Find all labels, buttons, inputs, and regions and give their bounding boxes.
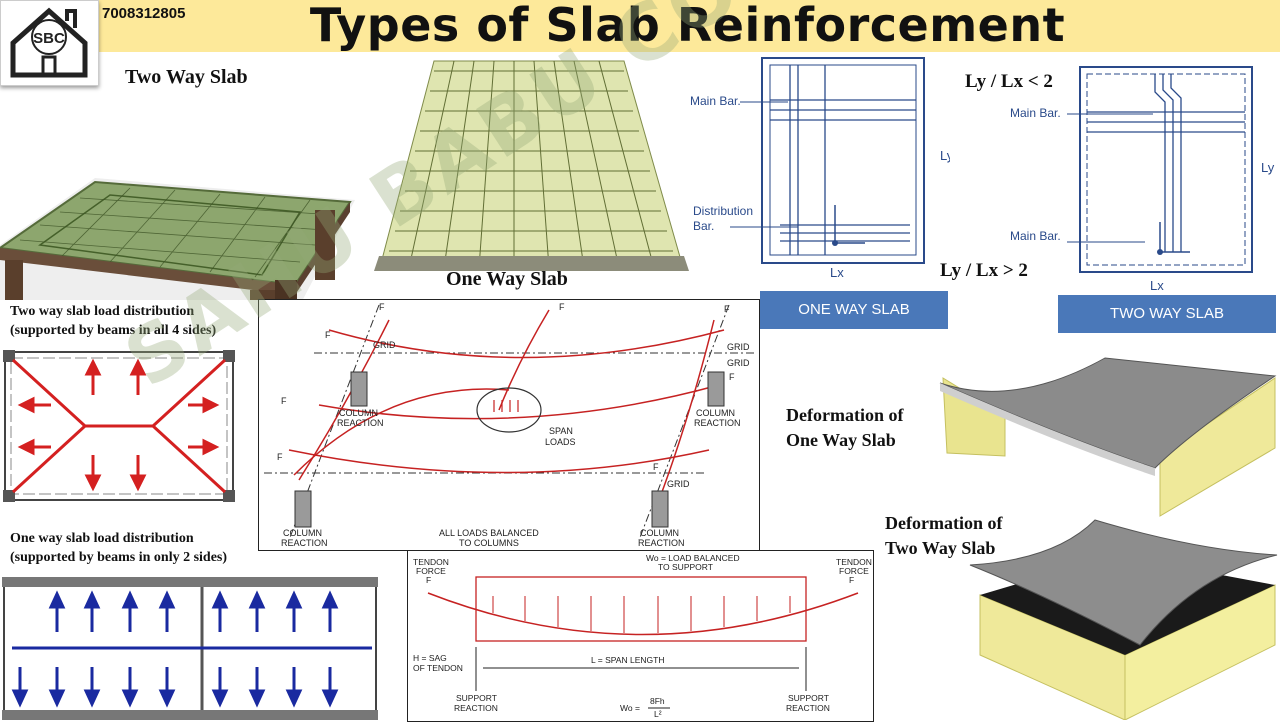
tendon-grid-diagram: F F F F F F F F GRID GRID GRID GRID COLU… [258, 299, 760, 551]
col-reaction-4b: REACTION [638, 538, 685, 548]
ly-label-two: Ly [1261, 160, 1275, 175]
tendon-force-r2: FORCE [839, 566, 869, 576]
support-r2: REACTION [786, 703, 830, 713]
def-two-label-2: Two Way Slab [885, 538, 996, 558]
support-l2: REACTION [454, 703, 498, 713]
distribution-bar-label-1: Distribution [693, 204, 753, 218]
one-way-slab-3d [374, 60, 689, 271]
one-way-plan-diagram: Main Bar. Distribution Bar. Ly Lx [690, 57, 950, 280]
phone-number: 7008312805 [102, 5, 186, 22]
col-reaction-2a: COLUMN [696, 408, 735, 418]
span-length-label: L = SPAN LENGTH [591, 655, 664, 665]
col-reaction-3a: COLUMN [283, 528, 322, 538]
grid-label-1: GRID [373, 340, 396, 350]
main-bar-label: Main Bar. [690, 94, 741, 108]
span-loads-2: LOADS [545, 437, 576, 447]
grid-label-3: GRID [727, 358, 750, 368]
def-one-label-1: Deformation of [786, 405, 904, 425]
title-banner: Types of Slab Reinforcement [95, 0, 1280, 52]
force-label-8: F [653, 462, 659, 472]
one-way-slab-tab: ONE WAY SLAB [760, 291, 948, 329]
main-bar-top-label: Main Bar. [1010, 106, 1061, 120]
two-way-slab-3d [0, 178, 355, 300]
support-r1: SUPPORT [788, 693, 829, 703]
force-label-3: F [559, 302, 565, 312]
page-title: Types of Slab Reinforcement [309, 0, 1066, 52]
one-way-dist-label-1: One way slab load distribution [10, 531, 194, 546]
two-way-deformation-3d [969, 519, 1278, 720]
force-label-5: F [281, 396, 287, 406]
two-way-plan-diagram: Main Bar. Main Bar. Ly Lx [1010, 66, 1275, 293]
two-way-dist-label-1: Two way slab load distribution [10, 304, 195, 319]
tendon-profile-diagram: TENDON FORCE F TENDON FORCE F Wo = LOAD … [407, 550, 874, 722]
tendon-force-l1: TENDON [413, 557, 449, 567]
ratio-greater-label: Ly / Lx > 2 [940, 260, 1028, 281]
ly-label: Ly [940, 148, 950, 163]
formula-numerator: 8Fh [650, 696, 665, 706]
col-reaction-3b: REACTION [281, 538, 328, 548]
tendon-force-r3: F [849, 575, 854, 585]
def-two-label-1: Deformation of [885, 513, 1003, 533]
two-way-slab-label: Two Way Slab [125, 66, 248, 88]
formula-denominator: L² [654, 709, 662, 719]
main-bar-bottom-label: Main Bar. [1010, 229, 1061, 243]
force-label-4: F [724, 304, 730, 314]
force-label-6: F [729, 372, 735, 382]
sag-label-1: H = SAG [413, 653, 447, 663]
one-way-slab-label: One Way Slab [446, 268, 568, 290]
distribution-bar-label-2: Bar. [693, 219, 714, 233]
grid-label-2: GRID [727, 342, 750, 352]
col-reaction-2b: REACTION [694, 418, 741, 428]
lx-label-two: Lx [1150, 278, 1164, 293]
ratio-less-label: Ly / Lx < 2 [965, 71, 1053, 92]
col-reaction-4a: COLUMN [640, 528, 679, 538]
col-reaction-1b: REACTION [337, 418, 384, 428]
tendon-force-r1: TENDON [836, 557, 872, 567]
balanced-1: ALL LOADS BALANCED [439, 528, 539, 538]
sbc-logo: SBC [0, 0, 99, 86]
span-loads-1: SPAN [549, 426, 573, 436]
force-label-1: F [379, 302, 385, 312]
tendon-force-l2: FORCE [416, 566, 446, 576]
grid-label-4: GRID [667, 479, 690, 489]
balanced-2: TO COLUMNS [459, 538, 519, 548]
two-way-load-diagram [3, 350, 235, 502]
two-way-slab-tab: TWO WAY SLAB [1058, 295, 1276, 333]
tendon-force-l3: F [426, 575, 431, 585]
wo-label-2: TO SUPPORT [658, 562, 713, 572]
house-logo-icon: SBC [10, 7, 88, 78]
one-way-deformation-3d [939, 357, 1277, 517]
force-label-2: F [325, 330, 331, 340]
lx-label: Lx [830, 265, 844, 280]
two-way-dist-label-2: (supported by beams in all 4 sides) [10, 323, 217, 338]
force-label-7: F [277, 452, 283, 462]
col-reaction-1a: COLUMN [339, 408, 378, 418]
def-one-label-2: One Way Slab [786, 430, 896, 450]
one-way-dist-label-2: (supported by beams in only 2 sides) [10, 550, 228, 565]
sag-label-2: OF TENDON [413, 663, 463, 673]
support-l1: SUPPORT [456, 693, 497, 703]
one-way-load-diagram [2, 577, 378, 720]
logo-text: SBC [33, 30, 65, 47]
formula-lhs: Wo = [620, 703, 640, 713]
wo-label-1: Wo = LOAD BALANCED [646, 553, 740, 563]
